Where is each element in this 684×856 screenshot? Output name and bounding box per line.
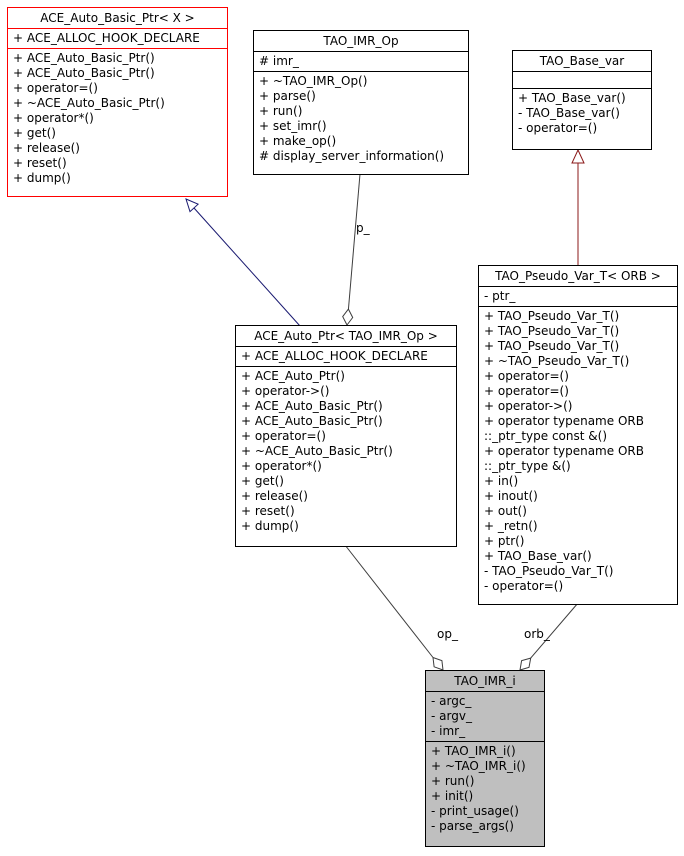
class-attributes: + ACE_ALLOC_HOOK_DECLARE bbox=[8, 29, 227, 49]
method-line: + parse() bbox=[259, 89, 316, 103]
method-line: + operator typename ORB bbox=[484, 414, 644, 428]
method-line: + operator*() bbox=[13, 111, 94, 125]
method-line: + ACE_Auto_Basic_Ptr() bbox=[241, 399, 383, 413]
method-line: + run() bbox=[259, 104, 303, 118]
method-line: + init() bbox=[431, 789, 474, 803]
aggregation-edge-orb bbox=[530, 602, 579, 659]
inheritance-edge-blue bbox=[193, 207, 301, 327]
class-methods: + ACE_Auto_Basic_Ptr()+ ACE_Auto_Basic_P… bbox=[8, 49, 227, 196]
aggregation-diamond-op bbox=[432, 656, 444, 671]
method-line: + TAO_Pseudo_Var_T() bbox=[484, 309, 620, 323]
method-line: + _retn() bbox=[484, 519, 538, 533]
method-line: + set_imr() bbox=[259, 119, 327, 133]
method-line: + run() bbox=[431, 774, 475, 788]
method-line: - parse_args() bbox=[431, 819, 514, 833]
method-line: + in() bbox=[484, 474, 519, 488]
method-line: + operator=() bbox=[241, 429, 326, 443]
attribute-line: + ACE_ALLOC_HOOK_DECLARE bbox=[241, 349, 428, 363]
method-line: + out() bbox=[484, 504, 527, 518]
method-line: + ~TAO_Pseudo_Var_T() bbox=[484, 354, 630, 368]
method-line: + operator->() bbox=[484, 399, 573, 413]
edge-label-p: p_ bbox=[356, 221, 370, 235]
method-line: + operator=() bbox=[484, 369, 569, 383]
inheritance-arrow-darkred bbox=[571, 148, 585, 164]
method-line: + TAO_Pseudo_Var_T() bbox=[484, 324, 620, 338]
method-line: + TAO_Pseudo_Var_T() bbox=[484, 339, 620, 353]
method-line: + ~ACE_Auto_Basic_Ptr() bbox=[13, 96, 165, 110]
method-line: + release() bbox=[13, 141, 80, 155]
method-line: # display_server_information() bbox=[259, 149, 445, 163]
class-attributes bbox=[513, 72, 651, 89]
method-line: + inout() bbox=[484, 489, 538, 503]
class-title: TAO_IMR_i bbox=[426, 671, 544, 692]
class-title: TAO_Pseudo_Var_T< ORB > bbox=[479, 266, 677, 287]
method-line: + TAO_Base_var() bbox=[484, 549, 592, 563]
class-box-tao-imr-i: TAO_IMR_i - argc_- argv_- imr_ + TAO_IMR… bbox=[425, 670, 545, 847]
method-line: + release() bbox=[241, 489, 308, 503]
class-methods: + ~TAO_IMR_Op()+ parse()+ run()+ set_imr… bbox=[254, 72, 468, 174]
class-attributes: - ptr_ bbox=[479, 287, 677, 307]
method-line: + dump() bbox=[241, 519, 299, 533]
method-line: - TAO_Base_var() bbox=[518, 106, 620, 120]
attribute-line: - imr_ bbox=[431, 724, 466, 738]
attribute-line: # imr_ bbox=[259, 54, 299, 68]
method-line: + reset() bbox=[241, 504, 295, 518]
method-line: + TAO_Base_var() bbox=[518, 91, 626, 105]
method-line: + ptr() bbox=[484, 534, 525, 548]
method-line: + ACE_Auto_Ptr() bbox=[241, 369, 345, 383]
aggregation-edge-p bbox=[347, 173, 361, 310]
method-line: + operator typename ORB bbox=[484, 444, 644, 458]
class-methods: + TAO_Pseudo_Var_T()+ TAO_Pseudo_Var_T()… bbox=[479, 307, 677, 604]
class-title: TAO_IMR_Op bbox=[254, 31, 468, 52]
method-line: - operator=() bbox=[484, 579, 564, 593]
method-line: + ~TAO_IMR_Op() bbox=[259, 74, 368, 88]
class-box-tao-imr-op[interactable]: TAO_IMR_Op # imr_ + ~TAO_IMR_Op()+ parse… bbox=[253, 30, 469, 175]
method-line: + operator=() bbox=[484, 384, 569, 398]
attribute-line: - argv_ bbox=[431, 709, 472, 723]
aggregation-diamond-p bbox=[342, 308, 354, 326]
method-line: + ACE_Auto_Basic_Ptr() bbox=[13, 51, 155, 65]
method-line: - print_usage() bbox=[431, 804, 519, 818]
method-line: + dump() bbox=[13, 171, 71, 185]
class-attributes: - argc_- argv_- imr_ bbox=[426, 692, 544, 742]
inheritance-arrow-blue bbox=[185, 198, 200, 213]
method-line: + operator=() bbox=[13, 81, 98, 95]
aggregation-diamond-orb bbox=[519, 657, 532, 671]
class-methods: + TAO_Base_var()- TAO_Base_var()- operat… bbox=[513, 89, 651, 149]
attribute-line: + ACE_ALLOC_HOOK_DECLARE bbox=[13, 31, 200, 45]
class-attributes: # imr_ bbox=[254, 52, 468, 72]
edge-label-op: op_ bbox=[437, 627, 458, 641]
class-title: TAO_Base_var bbox=[513, 51, 651, 72]
attribute-line: - argc_ bbox=[431, 694, 472, 708]
method-line: + make_op() bbox=[259, 134, 337, 148]
class-box-ace-auto-ptr[interactable]: ACE_Auto_Ptr< TAO_IMR_Op > + ACE_ALLOC_H… bbox=[235, 325, 457, 547]
class-title: ACE_Auto_Basic_Ptr< X > bbox=[8, 8, 227, 29]
method-line: - operator=() bbox=[518, 121, 598, 135]
edge-label-orb: orb_ bbox=[524, 627, 550, 641]
method-line: + ACE_Auto_Basic_Ptr() bbox=[13, 66, 155, 80]
method-line: + reset() bbox=[13, 156, 67, 170]
method-line: + get() bbox=[241, 474, 284, 488]
method-line: + ~ACE_Auto_Basic_Ptr() bbox=[241, 444, 393, 458]
method-line: + operator*() bbox=[241, 459, 322, 473]
method-line: + ~TAO_IMR_i() bbox=[431, 759, 526, 773]
aggregation-edge-op bbox=[344, 544, 434, 658]
class-title: ACE_Auto_Ptr< TAO_IMR_Op > bbox=[236, 326, 456, 347]
class-box-tao-pseudo-var-t[interactable]: TAO_Pseudo_Var_T< ORB > - ptr_ + TAO_Pse… bbox=[478, 265, 678, 605]
method-line: ::_ptr_type const &() bbox=[484, 429, 607, 443]
method-line: + get() bbox=[13, 126, 56, 140]
class-box-tao-base-var[interactable]: TAO_Base_var + TAO_Base_var()- TAO_Base_… bbox=[512, 50, 652, 150]
method-line: + ACE_Auto_Basic_Ptr() bbox=[241, 414, 383, 428]
method-line: ::_ptr_type &() bbox=[484, 459, 571, 473]
method-line: - TAO_Pseudo_Var_T() bbox=[484, 564, 614, 578]
method-line: + operator->() bbox=[241, 384, 330, 398]
attribute-line: - ptr_ bbox=[484, 289, 516, 303]
class-methods: + ACE_Auto_Ptr()+ operator->()+ ACE_Auto… bbox=[236, 367, 456, 546]
method-line: + TAO_IMR_i() bbox=[431, 744, 516, 758]
class-methods: + TAO_IMR_i()+ ~TAO_IMR_i()+ run()+ init… bbox=[426, 742, 544, 846]
class-box-ace-auto-basic-ptr[interactable]: ACE_Auto_Basic_Ptr< X > + ACE_ALLOC_HOOK… bbox=[7, 7, 228, 197]
class-attributes: + ACE_ALLOC_HOOK_DECLARE bbox=[236, 347, 456, 367]
